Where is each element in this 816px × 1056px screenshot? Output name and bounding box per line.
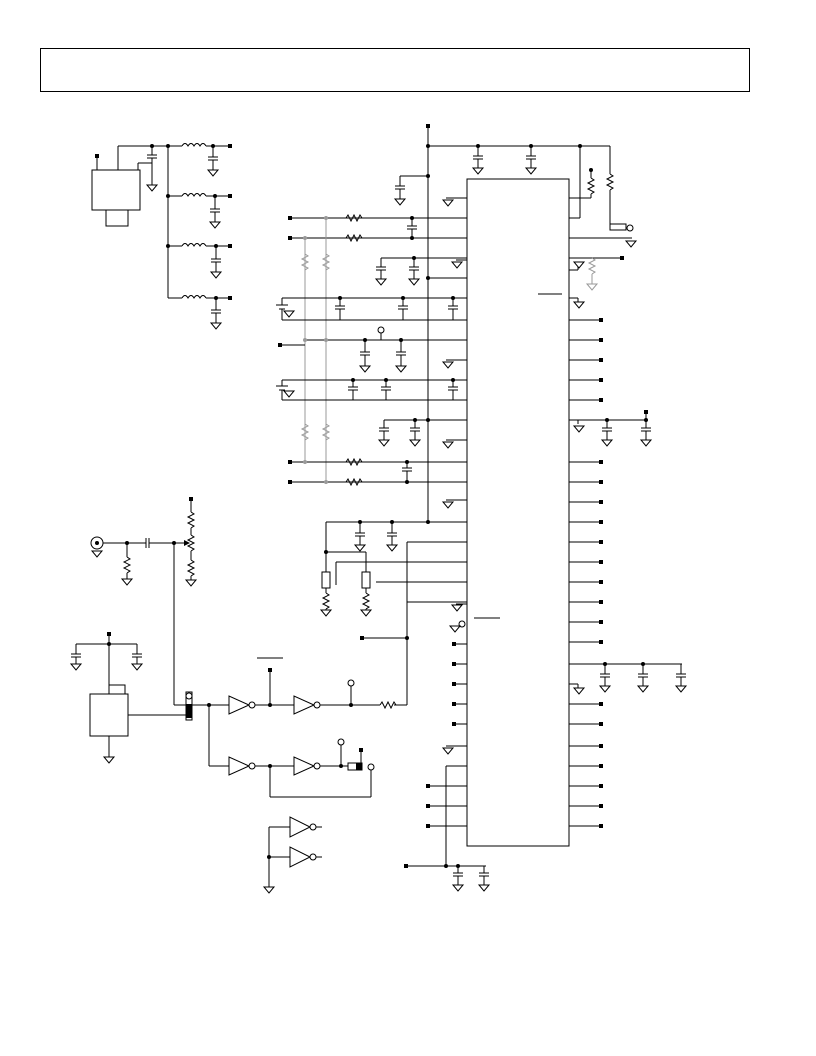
top-supply-rail (393, 124, 638, 522)
inverter-gate (289, 846, 312, 868)
main-ic (466, 178, 570, 847)
regulator-block (91, 169, 141, 211)
supply-branch-4 (168, 295, 232, 330)
oscillator-block (89, 693, 129, 737)
inverter-gate (228, 695, 251, 715)
title-block (40, 48, 750, 92)
test-point (626, 224, 634, 232)
ic-left-pins (404, 642, 491, 892)
jumper (609, 223, 627, 231)
oscillator-section (69, 632, 229, 767)
inverter-gate (293, 695, 316, 715)
jumper (361, 571, 371, 589)
supply-branch-2 (166, 193, 232, 229)
jumper (321, 571, 331, 589)
supply-branch-3 (166, 243, 232, 279)
supply-branch-1 (168, 143, 232, 177)
input-network (276, 197, 467, 702)
main-ic-body (466, 178, 570, 847)
ground-symbol (145, 184, 159, 192)
inverter-gate (289, 816, 312, 838)
regulator-tab (105, 209, 129, 227)
power-supply-section (91, 143, 232, 330)
inverter-gate (228, 756, 251, 776)
analog-input-section (90, 497, 198, 706)
ic-right-pins (569, 297, 688, 828)
inverter-gate (293, 756, 316, 776)
inverter-chain (228, 657, 408, 894)
